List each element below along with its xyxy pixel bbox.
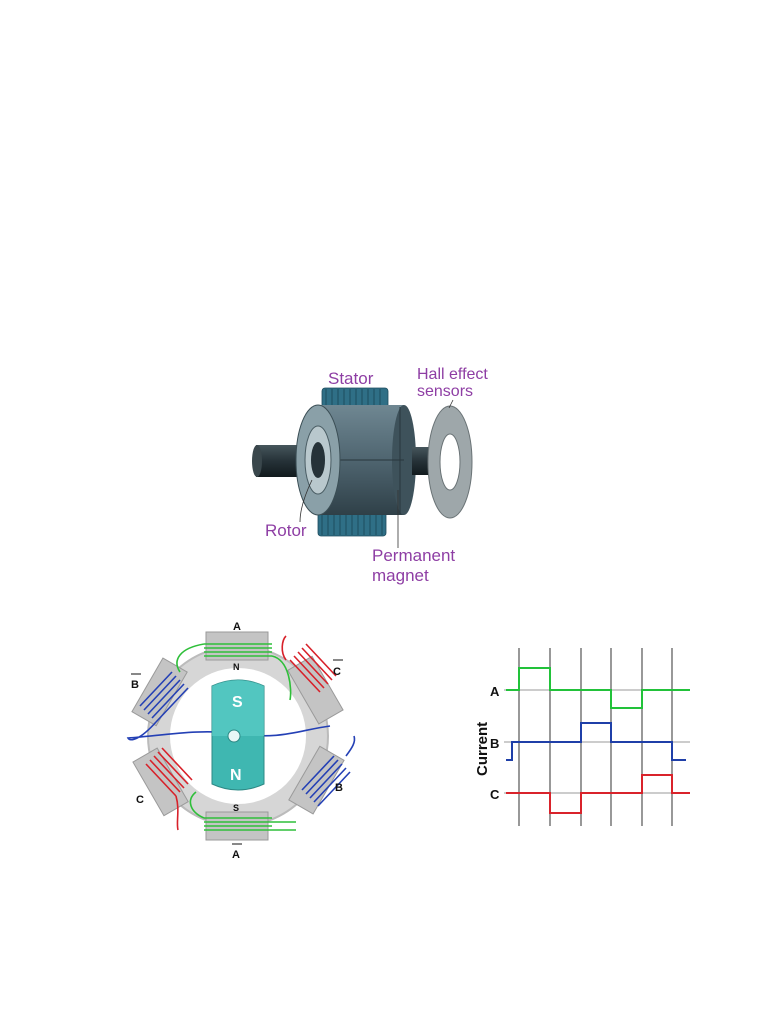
hall-sensor-ring bbox=[427, 405, 473, 519]
phase-c-coil-left-bottom bbox=[145, 747, 193, 831]
hall-sensor-label-line1: Hall effect bbox=[417, 366, 488, 383]
magnet-s-label: S bbox=[232, 694, 243, 711]
label-pole-n: N bbox=[233, 662, 240, 672]
label-c-right: C bbox=[333, 659, 343, 678]
winding-diagram: A A B B C C N S S N bbox=[126, 621, 356, 861]
label-b-right: B bbox=[335, 782, 343, 794]
rotor-magnet bbox=[211, 679, 265, 791]
phase-label-c: C bbox=[490, 787, 500, 802]
rotor-label: Rotor bbox=[265, 521, 307, 540]
phase-label-a: A bbox=[490, 684, 500, 699]
label-a-bottom: A bbox=[232, 843, 242, 861]
leader-lines bbox=[299, 399, 454, 548]
time-dividers bbox=[518, 648, 673, 826]
phase-b-coil-right-bottom bbox=[301, 735, 356, 807]
rotor-face bbox=[295, 404, 341, 516]
phase-b-trace bbox=[506, 722, 686, 761]
hall-sensor-label-line2: sensors bbox=[417, 383, 473, 400]
magnet-n-label: N bbox=[230, 767, 242, 784]
label-pole-s: S bbox=[233, 803, 239, 813]
phase-a-trace bbox=[506, 667, 690, 709]
label-b-left: B bbox=[131, 673, 141, 691]
phase-label-b: B bbox=[490, 736, 499, 751]
phase-c-trace bbox=[506, 774, 690, 814]
phase-a-coil-bottom bbox=[189, 791, 296, 831]
svg-text:C: C bbox=[333, 666, 341, 678]
stator-teeth-bottom bbox=[317, 509, 387, 537]
motor-diagram: Stator Hall effect sensors Rotor Permane… bbox=[252, 366, 488, 585]
svg-text:A: A bbox=[232, 849, 240, 861]
phase-a-coil-top bbox=[176, 643, 292, 701]
magnet-label-line1: Permanent bbox=[372, 546, 455, 565]
svg-text:B: B bbox=[131, 679, 139, 691]
magnet-label-line2: magnet bbox=[372, 566, 429, 585]
phase-b-coil-left-top bbox=[126, 671, 331, 741]
stator-label: Stator bbox=[328, 369, 374, 388]
label-c-left: C bbox=[136, 794, 144, 806]
phase-c-coil-right-top bbox=[281, 635, 337, 693]
y-axis-label: Current bbox=[474, 722, 491, 776]
label-a-top: A bbox=[233, 621, 241, 633]
phase-current-waveform: Current A B C bbox=[474, 648, 690, 826]
stator-teeth-top bbox=[321, 387, 389, 411]
